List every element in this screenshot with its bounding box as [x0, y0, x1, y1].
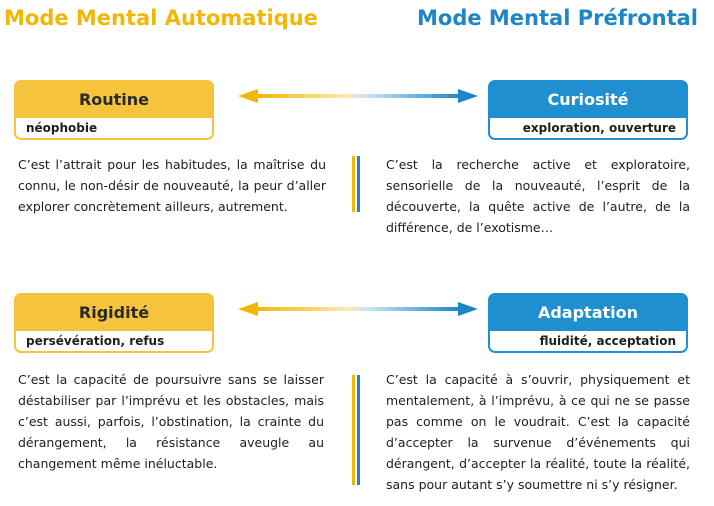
- curiosite-box: Curiosité exploration, ouverture: [488, 80, 688, 140]
- rigidite-subtitle: persévération, refus: [14, 331, 214, 353]
- curiosite-title: Curiosité: [488, 80, 688, 118]
- routine-box: Routine néophobie: [14, 80, 214, 140]
- rigidite-description: C’est la capacité de poursuivre sans se …: [18, 372, 324, 471]
- rigidite-title: Rigidité: [14, 293, 214, 331]
- header-prefrontal-mode: Mode Mental Préfrontal: [417, 6, 698, 30]
- double-arrow-icon: [238, 89, 478, 103]
- header-automatic-mode: Mode Mental Automatique: [4, 6, 318, 30]
- adaptation-title: Adaptation: [488, 293, 688, 331]
- curiosite-description: C’est la recherche active et exploratoir…: [386, 157, 690, 235]
- adaptation-box: Adaptation fluidité, acceptation: [488, 293, 688, 353]
- adaptation-subtitle: fluidité, acceptation: [488, 331, 688, 353]
- routine-description: C’est l’attrait pour les habitudes, la m…: [18, 157, 326, 214]
- double-arrow-icon: [238, 302, 478, 316]
- adaptation-description: C’est la capacité à s’ouvrir, physiqueme…: [386, 372, 690, 492]
- routine-subtitle: néophobie: [14, 118, 214, 140]
- rigidite-box: Rigidité persévération, refus: [14, 293, 214, 353]
- curiosite-subtitle: exploration, ouverture: [488, 118, 688, 140]
- section2-divider: [352, 375, 360, 485]
- routine-title: Routine: [14, 80, 214, 118]
- section1-divider: [352, 156, 360, 212]
